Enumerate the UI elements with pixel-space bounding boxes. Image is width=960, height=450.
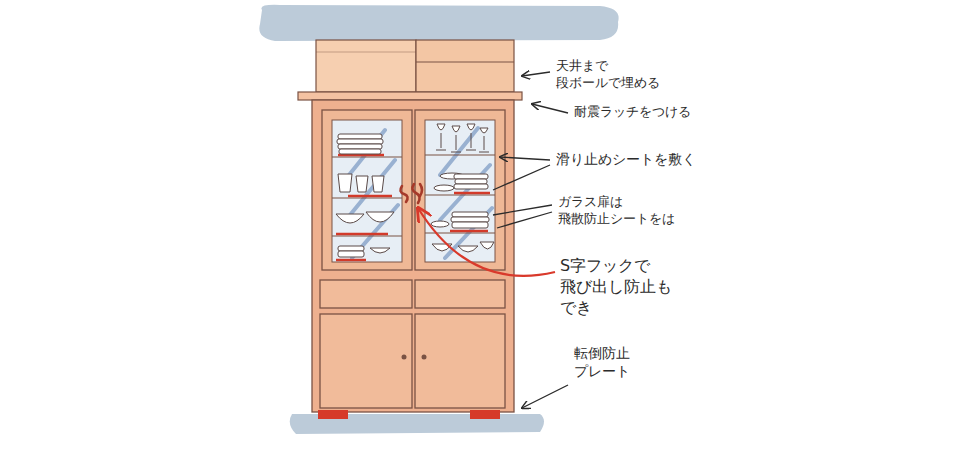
annotation-label: ガラス扉は 飛散防止シートをは <box>558 194 675 228</box>
annotation-label: 滑り止めシートを敷く <box>556 150 696 168</box>
anti-tip-plate <box>470 410 500 419</box>
glass-panes <box>332 120 495 262</box>
non-slip-sheets <box>336 155 490 260</box>
red-arrow <box>418 208 555 276</box>
door-knob <box>422 355 427 360</box>
annotation-label: S字フックで 飛び出し防止も でき <box>560 256 672 318</box>
ceiling <box>259 5 618 41</box>
s-hooks <box>400 184 422 203</box>
annotation-label: 耐震ラッチをつける <box>574 104 691 121</box>
cabinet-body <box>312 100 514 412</box>
annotation-label: 転倒防止 プレート <box>574 344 630 380</box>
cardboard-boxes <box>316 40 514 92</box>
anti-tip-plate <box>318 410 348 419</box>
leader-lines <box>493 72 568 408</box>
annotation-label: 天井まで 段ボールで埋める <box>556 58 660 92</box>
door-knob <box>402 355 407 360</box>
cornice <box>298 92 522 100</box>
shelves <box>332 155 495 236</box>
dishes <box>336 124 494 257</box>
